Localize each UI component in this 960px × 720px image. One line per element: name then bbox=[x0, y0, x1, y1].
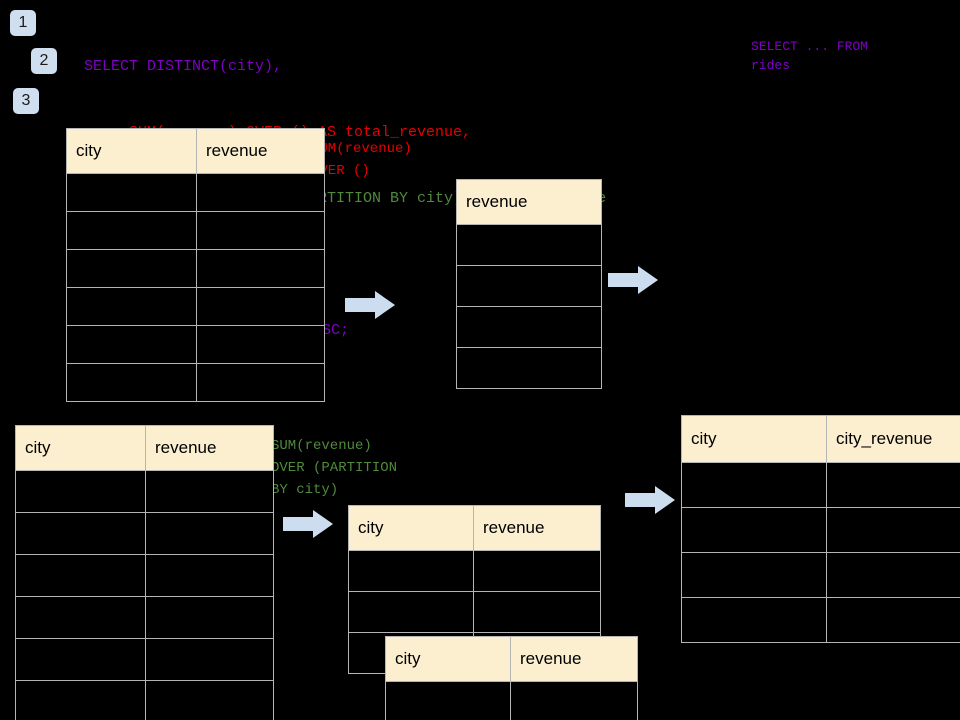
cell-revenue bbox=[196, 173, 325, 212]
total-revenue-table: revenue bbox=[456, 179, 602, 389]
table-row bbox=[348, 591, 601, 633]
cell-city bbox=[15, 512, 146, 555]
table-row bbox=[66, 249, 325, 288]
arrow-total-to-result bbox=[608, 266, 658, 294]
cell-revenue bbox=[456, 347, 602, 389]
cell-city bbox=[66, 211, 197, 250]
table-row bbox=[66, 287, 325, 326]
final-result-table: city city_revenue bbox=[681, 415, 960, 643]
step-badge-1: 1 bbox=[10, 10, 36, 36]
cell-revenue bbox=[145, 596, 274, 639]
cell-city bbox=[681, 597, 827, 643]
partition-group-back-table: city revenue bbox=[348, 505, 601, 674]
cell-revenue bbox=[473, 591, 601, 633]
table-row bbox=[66, 363, 325, 402]
column-header-revenue: revenue bbox=[456, 179, 602, 225]
cell-city bbox=[348, 550, 474, 592]
table-row bbox=[15, 638, 274, 681]
cell-city-revenue bbox=[826, 597, 960, 643]
cell-city-revenue bbox=[826, 552, 960, 598]
cell-revenue bbox=[456, 224, 602, 266]
column-header-revenue: revenue bbox=[196, 128, 325, 174]
table-row bbox=[456, 265, 602, 307]
cell-city bbox=[681, 552, 827, 598]
table-row bbox=[66, 173, 325, 212]
cell-revenue bbox=[196, 249, 325, 288]
arrow-source-to-partition bbox=[283, 510, 333, 538]
table-row bbox=[385, 681, 638, 720]
cell-revenue bbox=[510, 681, 638, 720]
cell-city bbox=[66, 173, 197, 212]
cell-city bbox=[15, 680, 146, 720]
table-header-row: city revenue bbox=[348, 505, 601, 551]
column-header-revenue: revenue bbox=[473, 505, 601, 551]
cell-revenue bbox=[145, 554, 274, 597]
cell-city bbox=[66, 249, 197, 288]
table-row bbox=[456, 347, 602, 389]
table-row bbox=[66, 325, 325, 364]
step-badge-2: 2 bbox=[31, 48, 57, 74]
cell-city bbox=[15, 554, 146, 597]
table-row bbox=[15, 470, 274, 513]
table-row bbox=[15, 554, 274, 597]
table-row bbox=[15, 680, 274, 720]
table-row bbox=[348, 550, 601, 592]
cell-revenue bbox=[196, 325, 325, 364]
annotation-select-from: SELECT ... FROM rides bbox=[751, 39, 869, 73]
column-header-city: city bbox=[681, 415, 827, 463]
cell-city bbox=[15, 596, 146, 639]
cell-city bbox=[66, 325, 197, 364]
cell-revenue bbox=[196, 211, 325, 250]
cell-revenue bbox=[145, 638, 274, 681]
cell-revenue bbox=[145, 470, 274, 513]
arrow-source-to-total bbox=[345, 291, 395, 319]
table-header-row: city revenue bbox=[15, 425, 274, 471]
partition-group-front-table: city revenue bbox=[385, 636, 638, 720]
cell-revenue bbox=[473, 550, 601, 592]
cell-city bbox=[66, 363, 197, 402]
cell-city bbox=[15, 638, 146, 681]
cell-revenue bbox=[145, 680, 274, 720]
annotation-total-revenue: SUM(revenue) OVER () bbox=[311, 141, 412, 179]
cell-city-revenue bbox=[826, 507, 960, 553]
table-header-row: city revenue bbox=[385, 636, 638, 682]
column-header-city: city bbox=[385, 636, 511, 682]
cell-city bbox=[681, 462, 827, 508]
table-header-row: revenue bbox=[456, 179, 602, 225]
arrow-partition-to-result bbox=[625, 486, 675, 514]
cell-city bbox=[15, 470, 146, 513]
cell-city bbox=[385, 681, 511, 720]
cell-city-revenue bbox=[826, 462, 960, 508]
table-row bbox=[456, 224, 602, 266]
rides-source-table: city revenue bbox=[66, 128, 325, 402]
column-header-city: city bbox=[348, 505, 474, 551]
table-row bbox=[681, 462, 960, 508]
rides-source-table-partition: city revenue bbox=[15, 425, 274, 720]
table-row bbox=[681, 507, 960, 553]
column-header-revenue: revenue bbox=[510, 636, 638, 682]
cell-revenue bbox=[456, 306, 602, 348]
cell-revenue bbox=[196, 287, 325, 326]
table-row bbox=[681, 552, 960, 598]
column-header-city: city bbox=[15, 425, 146, 471]
cell-city bbox=[348, 591, 474, 633]
annotation-city-revenue: SUM(revenue) OVER (PARTITION BY city) bbox=[271, 438, 398, 498]
table-row bbox=[15, 596, 274, 639]
table-row bbox=[681, 597, 960, 643]
column-header-city-revenue: city_revenue bbox=[826, 415, 960, 463]
cell-revenue bbox=[196, 363, 325, 402]
table-row bbox=[66, 211, 325, 250]
table-header-row: city city_revenue bbox=[681, 415, 960, 463]
step-badge-3: 3 bbox=[13, 88, 39, 114]
cell-revenue bbox=[456, 265, 602, 307]
table-row bbox=[15, 512, 274, 555]
sql-line-select: SELECT DISTINCT(city), bbox=[84, 58, 283, 75]
column-header-revenue: revenue bbox=[145, 425, 274, 471]
table-header-row: city revenue bbox=[66, 128, 325, 174]
cell-city bbox=[66, 287, 197, 326]
cell-revenue bbox=[145, 512, 274, 555]
cell-city bbox=[681, 507, 827, 553]
table-row bbox=[456, 306, 602, 348]
column-header-city: city bbox=[66, 128, 197, 174]
